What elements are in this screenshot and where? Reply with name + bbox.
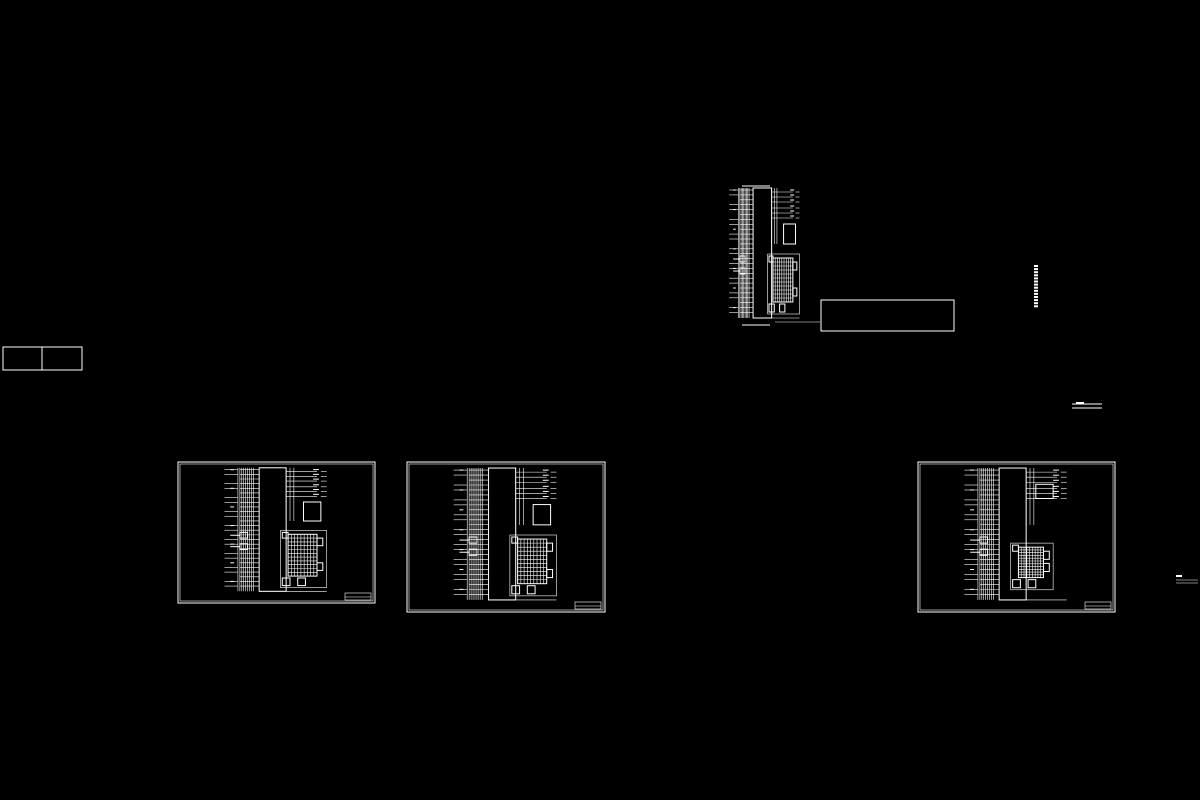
connector-box bbox=[281, 531, 289, 539]
connector-box bbox=[511, 585, 521, 595]
connector-box bbox=[1012, 544, 1019, 552]
note-glyph bbox=[1034, 268, 1038, 271]
connector-box bbox=[281, 577, 291, 587]
matrix-frame bbox=[767, 253, 800, 315]
title-block bbox=[344, 592, 372, 601]
relay-box bbox=[1035, 483, 1054, 499]
note-glyph bbox=[1034, 302, 1038, 305]
sheet-border bbox=[177, 461, 376, 604]
drawing-sheet-1 bbox=[177, 461, 376, 604]
connector-box bbox=[511, 536, 519, 544]
scale-bar-tick bbox=[1076, 402, 1084, 404]
sheet-inner-border bbox=[179, 463, 374, 602]
connector-box bbox=[768, 255, 774, 263]
matrix-frame bbox=[509, 534, 557, 597]
connector-box bbox=[792, 287, 798, 297]
sheet-inner-border bbox=[919, 463, 1114, 611]
note-glyph bbox=[1034, 271, 1038, 274]
connector-box bbox=[1043, 562, 1050, 573]
connector-box bbox=[297, 577, 306, 587]
relay-box bbox=[303, 501, 322, 522]
sheet-inner-border bbox=[408, 463, 604, 611]
note-glyph bbox=[1034, 283, 1038, 286]
sheet-border bbox=[406, 461, 606, 613]
connector-box bbox=[316, 562, 324, 571]
note-glyph bbox=[1034, 292, 1038, 295]
detail-view bbox=[729, 185, 820, 326]
terminal-strip bbox=[488, 467, 517, 601]
connector-box bbox=[768, 303, 775, 313]
legend-mark bbox=[1176, 575, 1182, 577]
matrix-frame bbox=[280, 530, 327, 588]
connector-box bbox=[779, 303, 786, 313]
title-block bbox=[1084, 601, 1112, 610]
note-glyph bbox=[1034, 265, 1038, 267]
note-glyph bbox=[1034, 289, 1038, 292]
drawing-layer bbox=[2, 185, 1198, 613]
title-block bbox=[574, 601, 602, 610]
sheet-border bbox=[917, 461, 1116, 613]
vertical-note-column bbox=[1034, 265, 1038, 308]
controller-block bbox=[772, 257, 794, 303]
note-glyph bbox=[1034, 305, 1038, 308]
controller-block bbox=[1017, 546, 1045, 579]
connector-box bbox=[546, 542, 554, 552]
terminal-strip bbox=[752, 187, 773, 319]
note-glyph bbox=[1034, 286, 1038, 289]
connector-box bbox=[1027, 579, 1037, 589]
drawing-sheet-3 bbox=[917, 461, 1116, 613]
connector-box bbox=[792, 261, 798, 271]
connector-box bbox=[1012, 579, 1021, 589]
note-glyph bbox=[1034, 299, 1038, 302]
terminal-strip bbox=[258, 467, 287, 592]
connector-box bbox=[1043, 550, 1050, 560]
matrix-frame bbox=[1010, 542, 1054, 591]
connector-box bbox=[526, 585, 536, 595]
note-glyph bbox=[1034, 274, 1038, 277]
connector-box bbox=[316, 537, 324, 547]
title-table-left bbox=[2, 346, 83, 371]
controller-block bbox=[517, 538, 548, 585]
note-glyph bbox=[1034, 277, 1038, 280]
controller-block bbox=[287, 533, 318, 577]
note-glyph bbox=[1034, 296, 1038, 298]
title-block-box bbox=[820, 299, 955, 332]
connector-box bbox=[546, 568, 554, 579]
scale-bar-right bbox=[1072, 402, 1102, 409]
small-legend-bottom-right bbox=[1176, 575, 1198, 584]
relay-box bbox=[532, 504, 552, 526]
drawing-sheet-2 bbox=[406, 461, 606, 613]
note-glyph bbox=[1034, 280, 1038, 283]
relay-box bbox=[783, 223, 797, 245]
